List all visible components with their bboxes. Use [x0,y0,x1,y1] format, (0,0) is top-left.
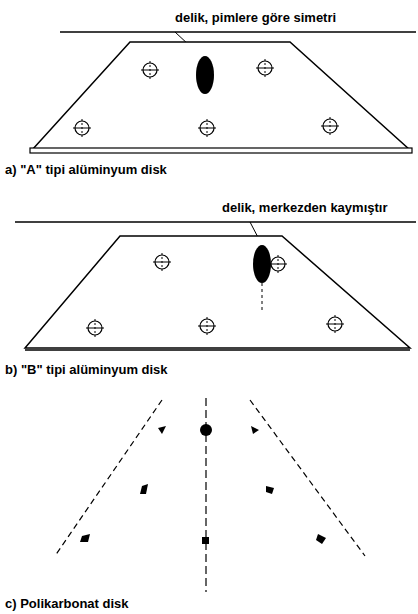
figure-caption: c) Polikarbonat disk [5,596,129,612]
figure-caption: b) "B" tipi alüminyum disk [5,362,168,378]
disk-c [55,398,365,592]
callout-note: delik, pimlere göre simetri [175,10,336,26]
disk-a [30,32,416,153]
figure-caption: a) "A" tipi alüminyum disk [5,162,167,178]
callout-note: delik, merkezden kaymıştır [222,200,387,216]
disk-b [15,222,416,350]
